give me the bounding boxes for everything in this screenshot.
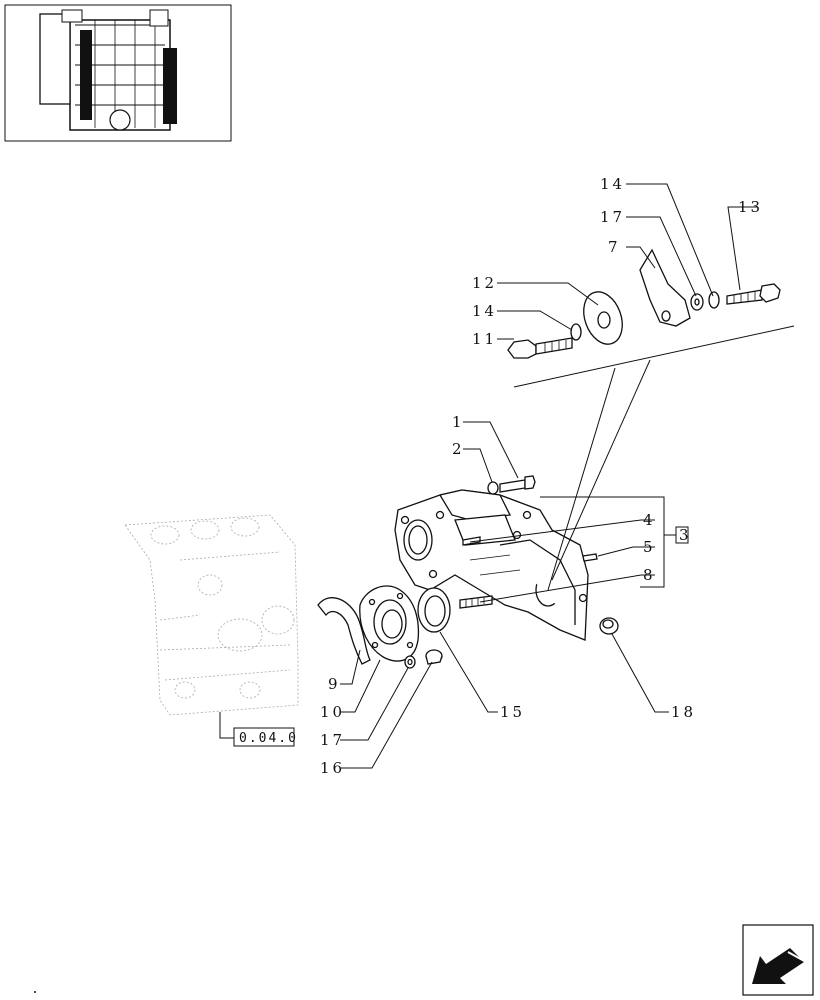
- callout-5: 5: [643, 538, 656, 556]
- part-17-washer-upper: [690, 293, 704, 311]
- callout-8: 8: [643, 566, 656, 584]
- part-9-gasket-strip: [317, 597, 371, 665]
- part-14-lock-washer-right: [708, 291, 720, 309]
- callout-16: 16: [320, 759, 345, 777]
- reference-box-3-frame: [675, 526, 689, 544]
- callout-17-lower: 17: [320, 731, 345, 749]
- part-17-washer-lower: [404, 655, 416, 669]
- callout-11: 11: [472, 330, 497, 348]
- part-15-oil-seal: [417, 587, 451, 633]
- engine-thumbnail-drawing: [39, 9, 177, 131]
- part-13-bolt: [726, 283, 781, 305]
- part-2-washer: [487, 481, 499, 495]
- part-3-timing-cover-housing: [394, 489, 589, 641]
- previous-page-arrow-icon[interactable]: [742, 924, 814, 996]
- leader-lines: [219, 183, 758, 769]
- callout-18: 18: [671, 703, 696, 721]
- callout-15: 15: [500, 703, 525, 721]
- callout-14-left: 14: [472, 302, 497, 320]
- callout-17-top: 17: [600, 208, 625, 226]
- separator-line-upper: [513, 325, 795, 388]
- part-5-pin: [582, 553, 598, 562]
- corner-dot: [34, 991, 36, 993]
- callout-3: 3: [679, 526, 692, 544]
- callout-labels: 14 17 7 13 12 14 11 1 2 3 4 5 8 9 10 17 …: [320, 175, 763, 777]
- reference-box-0-04-0[interactable]: 0.04.0: [233, 727, 298, 747]
- callout-14-top: 14: [600, 175, 625, 193]
- part-18-plug: [599, 617, 619, 635]
- callout-1: 1: [452, 413, 465, 431]
- engine-thumbnail[interactable]: [4, 4, 232, 142]
- part-1-bolt: [499, 475, 536, 493]
- part-16-screw: [425, 649, 443, 665]
- part-12-washer-disk: [583, 291, 623, 345]
- callout-12: 12: [472, 274, 497, 292]
- callout-10: 10: [320, 703, 345, 721]
- part-4-pin: [462, 536, 481, 546]
- part-14-lock-washer-upper: [570, 323, 582, 341]
- callout-9: 9: [328, 675, 341, 693]
- callout-13: 13: [738, 198, 763, 216]
- part-7-bracket: [639, 248, 691, 327]
- part-8-stud: [459, 595, 493, 609]
- callout-7: 7: [608, 238, 621, 256]
- part-10-flange: [359, 585, 420, 662]
- engine-block-outline: [124, 514, 299, 716]
- reference-box-label: 0.04.0: [239, 731, 298, 746]
- callout-4: 4: [643, 511, 656, 529]
- part-11-bolt: [507, 337, 573, 359]
- callout-2: 2: [452, 440, 465, 458]
